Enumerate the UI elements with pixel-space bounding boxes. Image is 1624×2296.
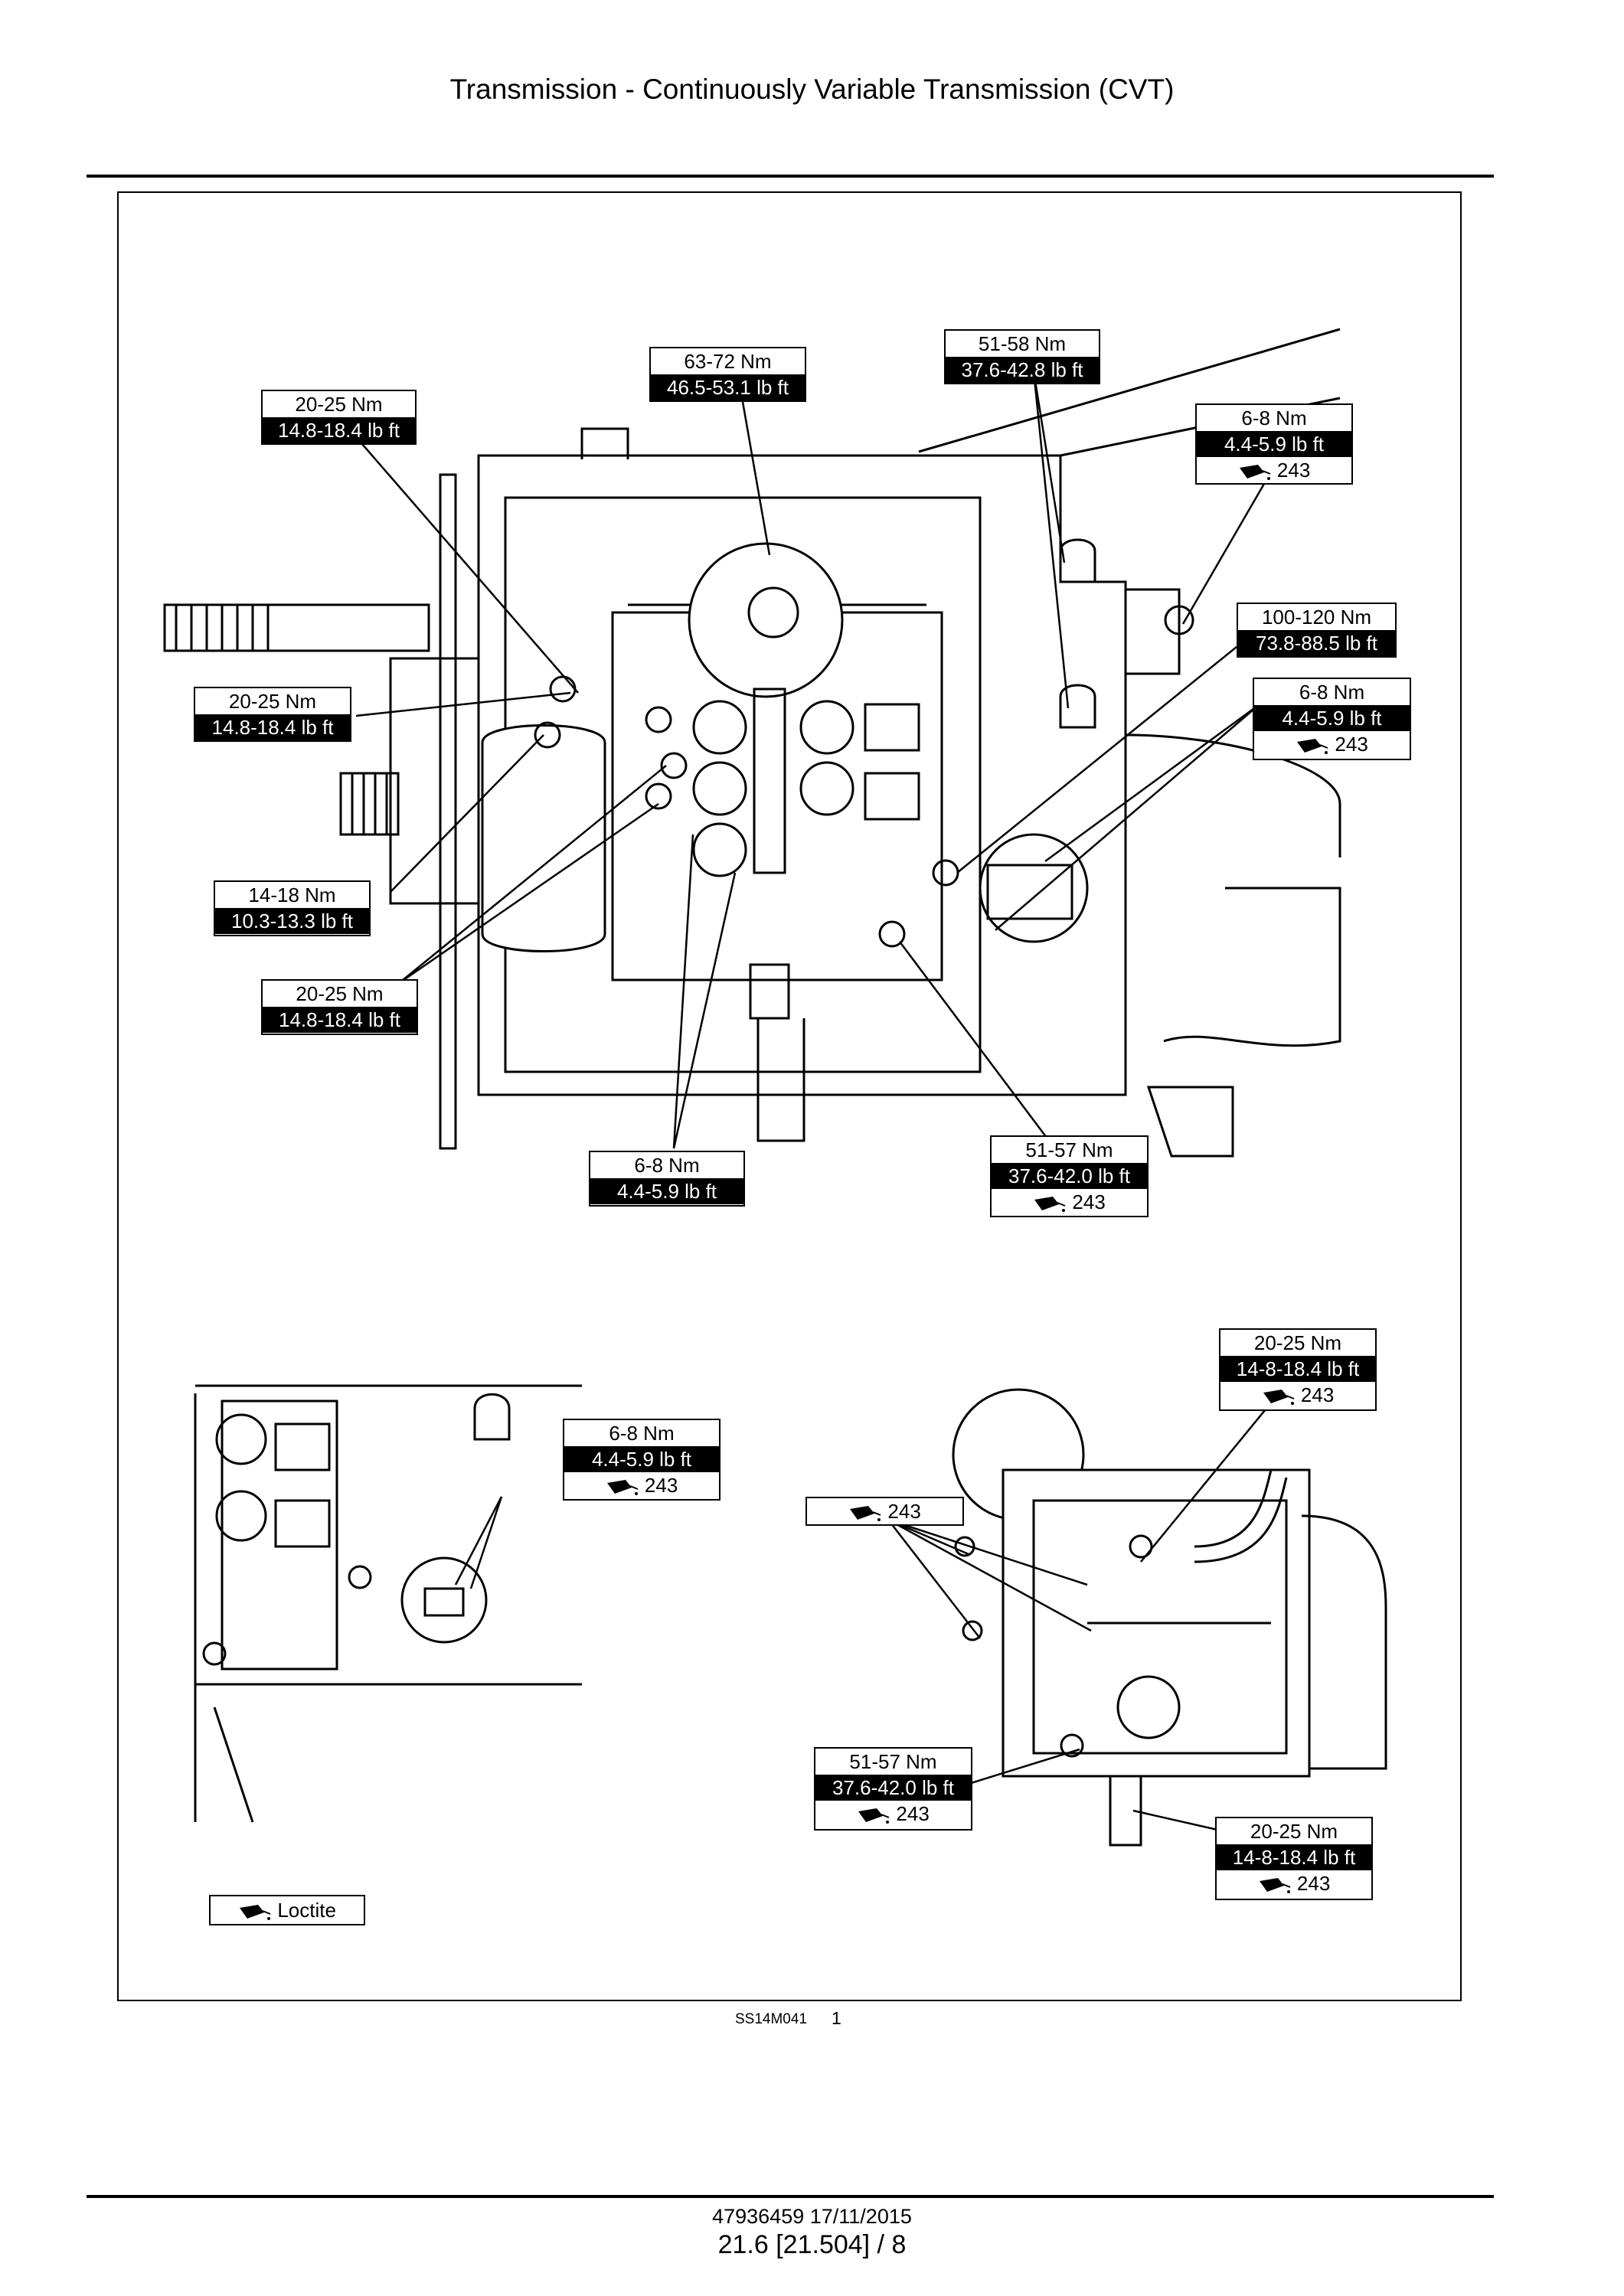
torque-callout-6-8-b: 6-8 Nm 4.4-5.9 lb ft 243 [1253, 678, 1411, 760]
loctite-row: 243 [815, 1801, 971, 1827]
torque-callout-6-8-c: 6-8 Nm 4.4-5.9 lb ft [589, 1151, 745, 1207]
loctite-bottle-icon [1259, 1878, 1291, 1894]
torque-callout-top-left: 20-25 Nm 14.8-18.4 lb ft [261, 390, 417, 445]
loctite-row: 243 [992, 1189, 1147, 1215]
torque-lbft: 4.4-5.9 lb ft [590, 1178, 743, 1204]
torque-nm: 6-8 Nm [634, 1154, 700, 1177]
torque-nm: 100-120 Nm [1261, 606, 1372, 629]
torque-nm: 6-8 Nm [1241, 407, 1307, 429]
torque-nm: 6-8 Nm [609, 1422, 675, 1445]
torque-callout-6-8-a: 6-8 Nm 4.4-5.9 lb ft 243 [1195, 403, 1353, 485]
loctite-bottle-icon [240, 1905, 271, 1921]
loctite-bottle-icon [1263, 1390, 1295, 1406]
torque-nm: 20-25 Nm [1250, 1820, 1338, 1843]
loctite-code: 243 [1276, 459, 1311, 482]
loctite-legend: Loctite [209, 1895, 365, 1925]
page-title: Transmission - Continuously Variable Tra… [449, 73, 1175, 105]
torque-lbft: 4.4-5.9 lb ft [1197, 431, 1351, 457]
loctite-row: 243 [1254, 731, 1410, 757]
torque-nm: 20-25 Nm [295, 393, 383, 416]
torque-lbft: 37.6-42.0 lb ft [815, 1775, 971, 1801]
torque-callout-left-low: 20-25 Nm 14.8-18.4 lb ft [261, 979, 418, 1035]
loctite-bottle-icon [606, 1480, 639, 1496]
loctite-code: 243 [896, 1802, 930, 1825]
loctite-row: 243 [564, 1472, 719, 1498]
figure-frame [117, 191, 1462, 2001]
torque-nm: 51-57 Nm [849, 1750, 937, 1773]
torque-lbft: 4.4-5.9 lb ft [1254, 705, 1410, 731]
torque-lbft: 37.6-42.8 lb ft [946, 357, 1099, 383]
footer-rule [87, 2195, 1494, 2198]
loctite-bottle-icon [1034, 1197, 1066, 1213]
header-rule [87, 175, 1494, 178]
torque-callout-20-25-bottom: 20-25 Nm 14-8-18.4 lb ft 243 [1215, 1817, 1373, 1900]
torque-lbft: 14.8-18.4 lb ft [263, 417, 415, 443]
torque-nm: 51-57 Nm [1025, 1138, 1113, 1161]
torque-callout-51-57-a: 51-57 Nm 37.6-42.0 lb ft 243 [990, 1135, 1149, 1217]
loctite-bottle-icon [1239, 465, 1271, 481]
loctite-bottle-icon [858, 1808, 890, 1824]
torque-lbft: 37.6-42.0 lb ft [992, 1163, 1147, 1189]
torque-nm: 51-58 Nm [978, 332, 1067, 355]
loctite-code: 243 [887, 1500, 921, 1523]
loctite-bottle-icon [850, 1506, 881, 1522]
torque-nm: 14-18 Nm [248, 883, 336, 906]
torque-nm: 20-25 Nm [296, 982, 384, 1005]
loctite-row: 243 [1220, 1382, 1375, 1408]
figure-id: SS14M041 [735, 2011, 808, 2027]
figure-number: 1 [832, 2008, 841, 2028]
torque-callout-63-72: 63-72 Nm 46.5-53.1 lb ft [649, 347, 806, 402]
loctite-bottle-icon [1297, 739, 1328, 755]
torque-callout-inset-right: 20-25 Nm 14-8-18.4 lb ft 243 [1219, 1328, 1377, 1411]
torque-nm: 20-25 Nm [1253, 1331, 1342, 1354]
torque-nm: 20-25 Nm [228, 690, 317, 713]
torque-callout-100-120: 100-120 Nm 73.8-88.5 lb ft [1237, 603, 1397, 658]
torque-lbft: 14.8-18.4 lb ft [195, 714, 350, 740]
torque-lbft: 14-8-18.4 lb ft [1217, 1844, 1371, 1870]
loctite-code: 243 [644, 1474, 678, 1497]
loctite-code: 243 [1072, 1190, 1106, 1213]
torque-lbft: 4.4-5.9 lb ft [564, 1446, 719, 1472]
torque-lbft: 73.8-88.5 lb ft [1238, 630, 1395, 656]
document-id: 47936459 17/11/2015 [712, 2205, 912, 2228]
torque-callout-6-8-d: 6-8 Nm 4.4-5.9 lb ft 243 [563, 1419, 721, 1501]
page-reference: 21.6 [21.504] / 8 [717, 2230, 907, 2259]
torque-nm: 63-72 Nm [684, 350, 772, 373]
torque-lbft: 46.5-53.1 lb ft [651, 374, 805, 400]
torque-callout-51-58: 51-58 Nm 37.6-42.8 lb ft [944, 329, 1100, 384]
loctite-code: 243 [1300, 1383, 1335, 1406]
torque-lbft: 14-8-18.4 lb ft [1220, 1356, 1375, 1382]
loctite-code: 243 [1296, 1872, 1331, 1895]
torque-nm: 6-8 Nm [1299, 681, 1365, 704]
legend-row: Loctite [211, 1896, 364, 1924]
torque-callout-14-18: 14-18 Nm 10.3-13.3 lb ft [214, 880, 371, 936]
torque-lbft: 14.8-18.4 lb ft [263, 1007, 417, 1033]
legend-label: Loctite [277, 1899, 336, 1922]
loctite-code: 243 [1335, 733, 1368, 756]
loctite-row: 243 [807, 1498, 962, 1524]
torque-callout-left-mid: 20-25 Nm 14.8-18.4 lb ft [194, 687, 351, 742]
torque-lbft: 10.3-13.3 lb ft [215, 908, 369, 934]
loctite-row: 243 [1217, 1870, 1371, 1896]
torque-callout-51-57-b: 51-57 Nm 37.6-42.0 lb ft 243 [814, 1747, 972, 1831]
loctite-row: 243 [1197, 457, 1351, 483]
loctite-callout-243: 243 [805, 1497, 964, 1526]
